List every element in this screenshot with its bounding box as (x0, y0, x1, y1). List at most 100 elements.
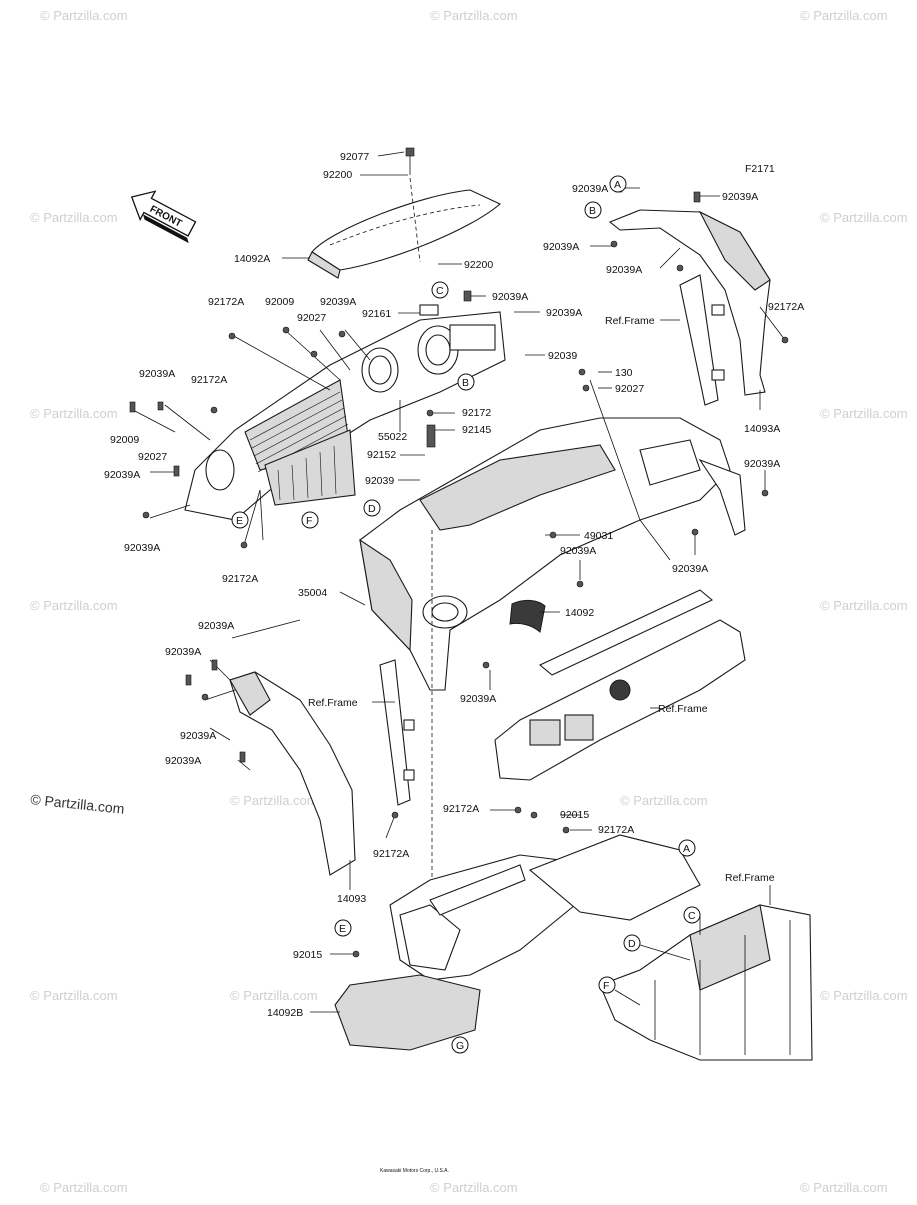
part-label: 92172A (443, 803, 479, 815)
front-bumper-part (494, 589, 746, 781)
right-fender-part (608, 209, 771, 406)
callout-b-mid: B (457, 373, 475, 391)
watermark: © Partzilla.com (30, 988, 118, 1003)
part-label: 92200 (323, 169, 352, 181)
svg-text:A: A (614, 179, 621, 191)
svg-text:B: B (462, 377, 469, 389)
svg-text:F: F (603, 980, 609, 992)
part-label: 92077 (340, 151, 369, 163)
figure-code: F2171 (745, 163, 775, 175)
fastener-markers (129, 181, 789, 958)
part-label: 92039A (572, 183, 608, 195)
part-label: 92039A (546, 307, 582, 319)
part-label: 130 (615, 367, 633, 379)
watermark: © Partzilla.com (820, 210, 908, 225)
callout-c-frame: C (683, 906, 701, 924)
part-label: 92172A (191, 374, 227, 386)
watermark: © Partzilla.com (800, 1180, 888, 1195)
callout-f-mid: F (301, 511, 319, 529)
svg-text:A: A (683, 843, 690, 855)
watermark: © Partzilla.com (230, 793, 318, 808)
part-label: 14093A (744, 423, 780, 435)
part-label: 92172A (222, 573, 258, 585)
part-label: 92039A (722, 191, 758, 203)
svg-text:E: E (339, 923, 346, 935)
part-label: 92145 (462, 424, 491, 436)
part-label: 92039A (320, 296, 356, 308)
watermark: © Partzilla.com (820, 598, 908, 613)
watermark: © Partzilla.com (820, 988, 908, 1003)
part-label: 92172A (598, 824, 634, 836)
part-label: 92039A (139, 368, 175, 380)
part-label: 92039A (560, 545, 596, 557)
callout-f-frame: F (598, 976, 616, 994)
part-label: 49031 (584, 530, 613, 542)
part-label: 92039A (124, 542, 160, 554)
svg-text:D: D (368, 503, 376, 515)
watermark-layer: © Partzilla.com © Partzilla.com © Partzi… (30, 8, 908, 1195)
svg-text:C: C (688, 910, 696, 922)
callout-d-frame: D (623, 934, 641, 952)
part-label: 92009 (265, 296, 294, 308)
part-label: 92039A (744, 458, 780, 470)
part-label: 92039A (460, 693, 496, 705)
watermark: © Partzilla.com (40, 8, 128, 23)
part-label: 35004 (298, 587, 327, 599)
ref-frame-label: Ref.Frame (658, 703, 708, 715)
svg-text:F: F (306, 515, 312, 527)
svg-text:E: E (236, 515, 243, 527)
part-label: 92152 (367, 449, 396, 461)
part-label: 92039A (180, 730, 216, 742)
ref-frame-part (599, 904, 813, 1061)
part-label: 92172A (768, 301, 804, 313)
leader-lines (132, 151, 786, 1013)
part-label: 92027 (297, 312, 326, 324)
watermark: © Partzilla.com (30, 210, 118, 225)
watermark: © Partzilla.com (620, 793, 708, 808)
svg-text:C: C (436, 285, 444, 297)
part-label: 92039A (492, 291, 528, 303)
footer-copyright: Kawasaki Motors Corp., U.S.A. (380, 1168, 449, 1174)
part-label: 92172A (208, 296, 244, 308)
svg-text:G: G (456, 1040, 464, 1052)
watermark: © Partzilla.com (430, 8, 518, 23)
part-label: 92039 (548, 350, 577, 362)
part-label: 92009 (110, 434, 139, 446)
top-lid-part (307, 147, 502, 316)
part-label: 14093 (337, 893, 366, 905)
front-arrow-icon: FRONT (130, 190, 197, 244)
ref-frame-label: Ref.Frame (308, 697, 358, 709)
partzilla-watermark: © Partzilla.com (30, 791, 125, 817)
callout-b-top: B (584, 201, 602, 219)
part-label: 92039A (165, 755, 201, 767)
callout-e-mid: E (231, 511, 249, 529)
part-label: 92172 (462, 407, 491, 419)
watermark: © Partzilla.com (230, 988, 318, 1003)
callout-a-top: A (609, 175, 627, 193)
callout-g-low: G (451, 1036, 469, 1054)
main-body-part (359, 417, 746, 900)
callout-e-low: E (334, 919, 352, 937)
part-label: 92200 (464, 259, 493, 271)
dash-panel-part (184, 311, 506, 521)
part-label: 92161 (362, 308, 391, 320)
part-number-labels: 92077 92200 14092A 92200 92039A 92161 92… (104, 151, 804, 1019)
floor-panel-part (334, 834, 701, 1051)
svg-text:D: D (628, 938, 636, 950)
part-label: 14092A (234, 253, 270, 265)
watermark: © Partzilla.com (40, 1180, 128, 1195)
part-label: 92027 (138, 451, 167, 463)
part-label: 92027 (615, 383, 644, 395)
watermark: © Partzilla.com (430, 1180, 518, 1195)
part-label: 92039A (165, 646, 201, 658)
callout-markers: A B C B D E F A E G C D F (231, 175, 701, 1054)
part-label: 92039A (198, 620, 234, 632)
watermark: © Partzilla.com (820, 406, 908, 421)
svg-text:B: B (589, 205, 596, 217)
callout-d-mid: D (363, 499, 381, 517)
part-label: 55022 (378, 431, 407, 443)
watermark: © Partzilla.com (800, 8, 888, 23)
watermark: © Partzilla.com (30, 598, 118, 613)
